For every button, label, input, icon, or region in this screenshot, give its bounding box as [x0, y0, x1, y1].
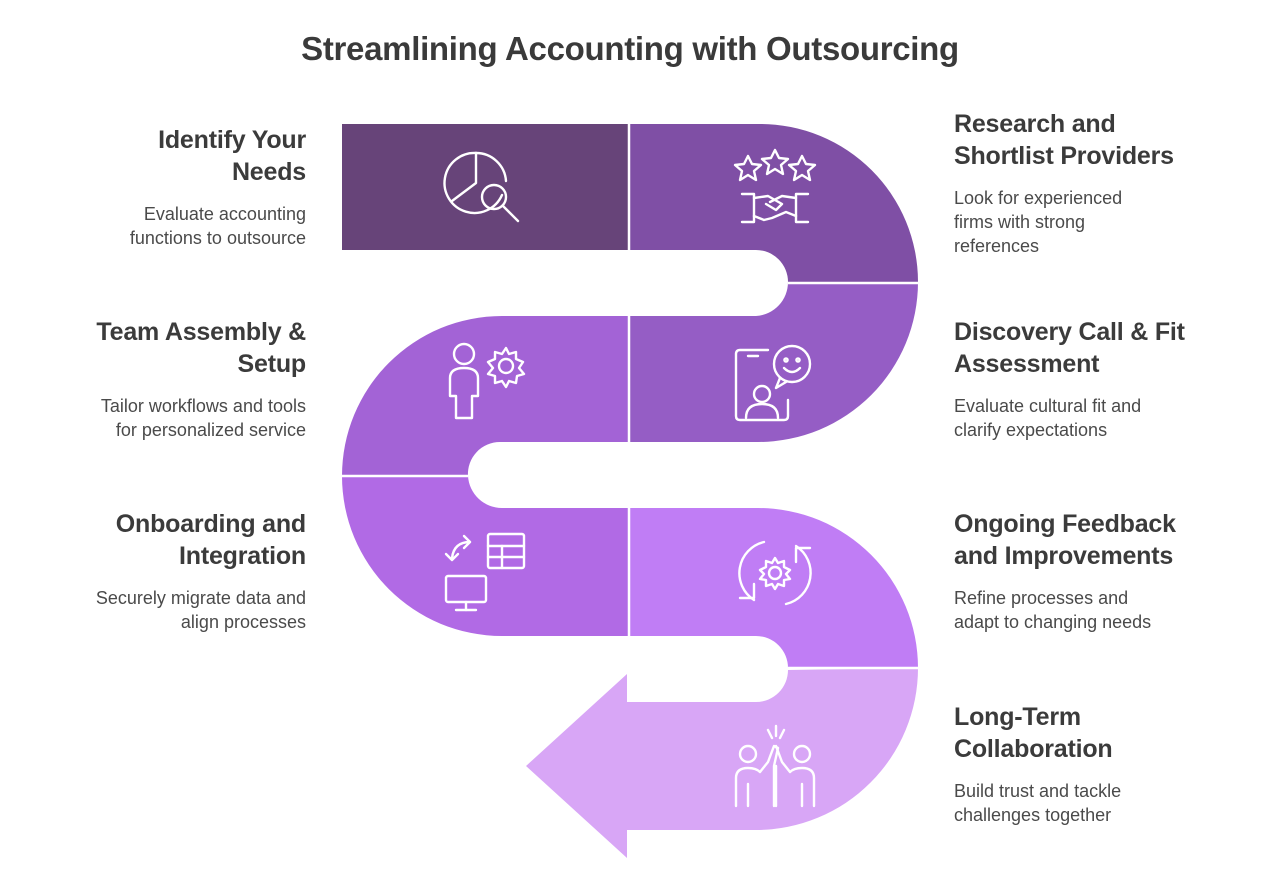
step-description: Refine processes and adapt to changing n… — [954, 588, 1152, 632]
data-migration-icon — [440, 528, 530, 618]
person-gear-icon — [440, 338, 530, 428]
segment-dividers — [342, 124, 918, 670]
step-description: Evaluate cultural fit and clarify expect… — [954, 396, 1142, 440]
step-title: Identify Your Needs — [158, 126, 306, 186]
video-call-icon — [730, 338, 820, 428]
pie-chart-magnifier-icon — [440, 145, 530, 235]
step-research-shortlist: Research and Shortlist Providers Look fo… — [954, 108, 1254, 258]
step-title: Discovery Call & Fit Assessment — [954, 318, 1185, 378]
segment-team-assembly — [342, 316, 629, 476]
gear-cycle-icon — [730, 528, 820, 618]
stars-handshake-icon — [730, 142, 820, 232]
step-description: Tailor workflows and tools for personali… — [100, 396, 306, 440]
step-team-assembly: Team Assembly & Setup Tailor workflows a… — [6, 316, 306, 442]
segment-research-shortlist — [629, 124, 918, 282]
step-long-term-collaboration: Long-Term Collaboration Build trust and … — [954, 701, 1254, 827]
step-description: Look for experienced firms with strong r… — [954, 188, 1123, 256]
segment-onboarding — [342, 476, 629, 636]
step-discovery-call: Discovery Call & Fit Assessment Evaluate… — [954, 316, 1254, 442]
step-description: Evaluate accounting functions to outsour… — [129, 204, 306, 248]
step-title: Ongoing Feedback and Improvements — [954, 510, 1176, 570]
step-description: Securely migrate data and align processe… — [95, 588, 306, 632]
step-title: Research and Shortlist Providers — [954, 110, 1174, 170]
segment-long-term-collaboration — [526, 668, 918, 858]
step-identify-needs: Identify Your Needs Evaluate accounting … — [6, 124, 306, 250]
high-five-icon — [730, 722, 820, 812]
step-title: Team Assembly & Setup — [96, 318, 306, 378]
step-description: Build trust and tackle challenges togeth… — [954, 781, 1122, 825]
step-ongoing-feedback: Ongoing Feedback and Improvements Refine… — [954, 508, 1254, 634]
step-title: Long-Term Collaboration — [954, 703, 1113, 763]
page-title: Streamlining Accounting with Outsourcing — [301, 30, 959, 67]
step-onboarding: Onboarding and Integration Securely migr… — [6, 508, 306, 634]
step-title: Onboarding and Integration — [115, 510, 306, 570]
